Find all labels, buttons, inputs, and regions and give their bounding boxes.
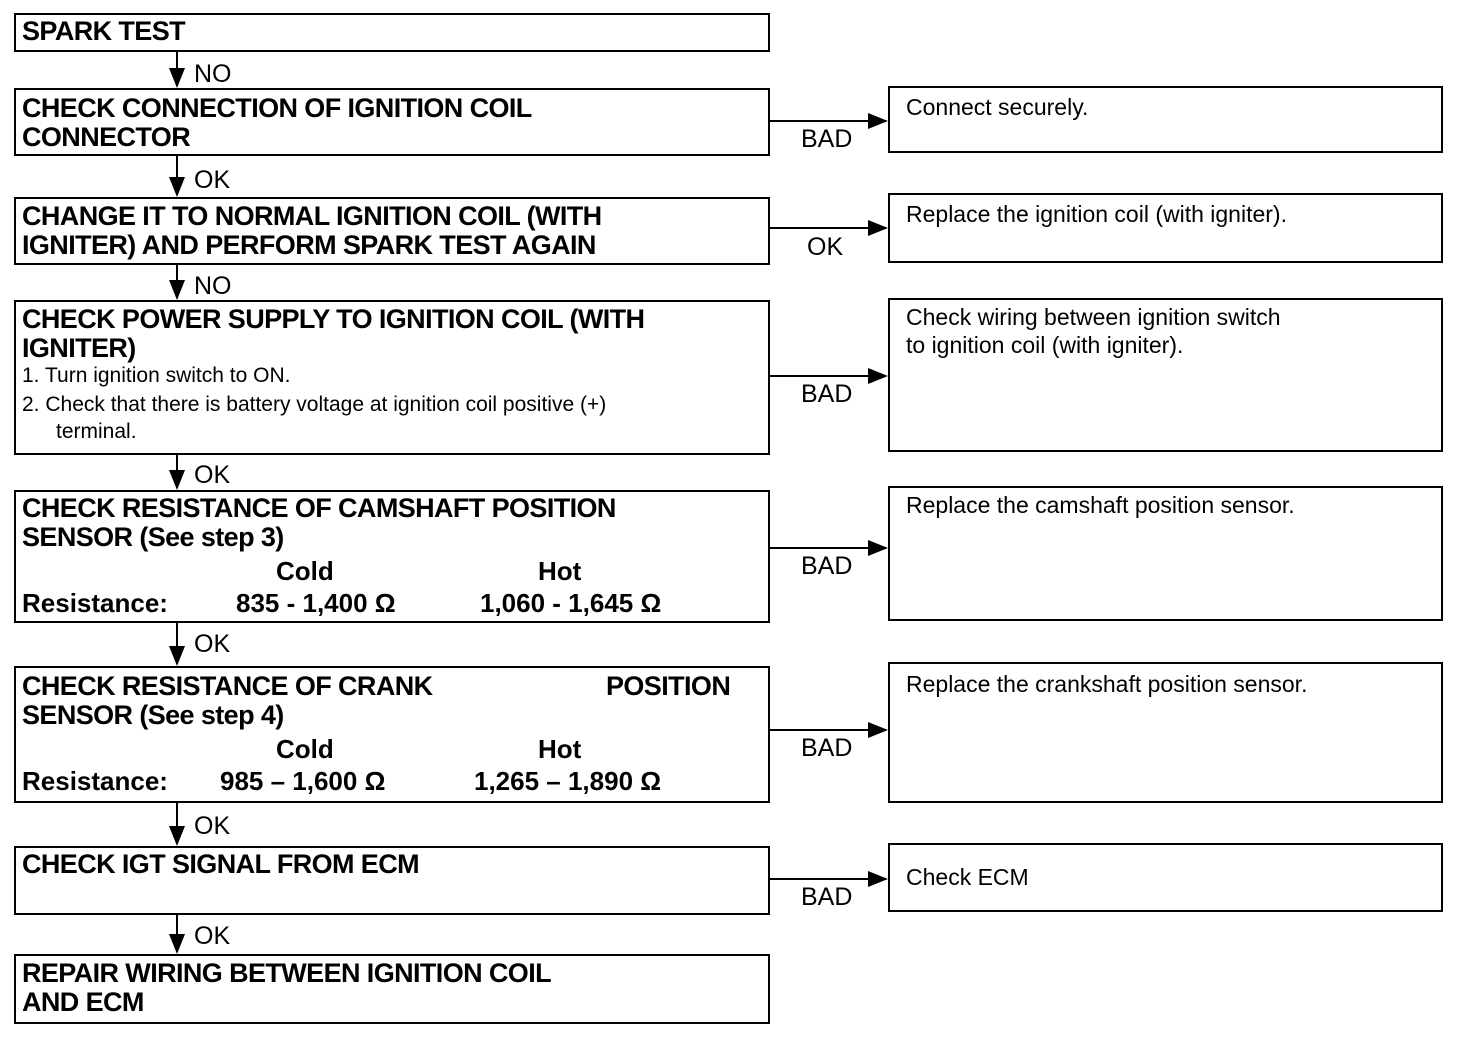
label-no-2: NO [194,272,232,300]
step-crank-line1b: POSITION [606,671,731,701]
label-bad-2: BAD [801,380,853,408]
step-repair-wiring-line2: AND ECM [22,987,144,1017]
step-igt-signal: CHECK IGT SIGNAL FROM ECM [14,846,770,915]
result-connect-securely: Connect securely. [888,86,1443,153]
crank-hot-header: Hot [538,734,582,764]
step-camshaft-resistance: CHECK RESISTANCE OF CAMSHAFT POSITION SE… [14,490,770,623]
step-spark-test-text: SPARK TEST [22,16,186,46]
result-connect-securely-text: Connect securely. [906,94,1089,120]
step-change-coil: CHANGE IT TO NORMAL IGNITION COIL (WITH … [14,197,770,265]
step-repair-wiring-line1: REPAIR WIRING BETWEEN IGNITION COIL [22,958,552,988]
crank-resistance-label: Resistance: [22,766,168,796]
result-replace-crankshaft: Replace the crankshaft position sensor. [888,662,1443,803]
step-repair-wiring: REPAIR WIRING BETWEEN IGNITION COIL AND … [14,954,770,1024]
label-bad-4: BAD [801,734,853,762]
step-check-connection-line2: CONNECTOR [22,122,191,152]
camshaft-hot-value: 1,060 - 1,645 Ω [480,588,662,618]
label-ok-2: OK [194,461,231,489]
result-replace-camshaft: Replace the camshaft position sensor. [888,486,1443,621]
step-igt-signal-text: CHECK IGT SIGNAL FROM ECM [22,849,420,879]
result-replace-camshaft-text: Replace the camshaft position sensor. [906,492,1295,518]
step-power-supply-sub1: 1. Turn ignition switch to ON. [22,364,291,387]
label-ok-side: OK [807,233,844,261]
step-crank-line2: SENSOR (See step 4) [22,700,284,730]
step-camshaft-line2: SENSOR (See step 3) [22,522,284,552]
step-power-supply-sub2b: terminal. [56,420,137,443]
crank-hot-value: 1,265 – 1,890 Ω [474,766,662,796]
step-spark-test: SPARK TEST [14,13,770,52]
step-crank-resistance: CHECK RESISTANCE OF CRANK POSITION SENSO… [14,666,770,803]
label-ok-4: OK [194,812,231,840]
result-check-ecm-text: Check ECM [906,864,1029,890]
result-replace-crankshaft-text: Replace the crankshaft position sensor. [906,671,1308,697]
label-no-1: NO [194,60,232,88]
result-replace-coil: Replace the ignition coil (with igniter)… [888,193,1443,263]
camshaft-cold-value: 835 - 1,400 Ω [236,588,396,618]
crank-cold-value: 985 – 1,600 Ω [220,766,386,796]
label-ok-1: OK [194,166,231,194]
step-camshaft-line1: CHECK RESISTANCE OF CAMSHAFT POSITION [22,493,616,523]
result-check-wiring-line2: to ignition coil (with igniter). [906,332,1184,358]
label-ok-3: OK [194,630,231,658]
step-power-supply-line1: CHECK POWER SUPPLY TO IGNITION COIL (WIT… [22,304,645,334]
camshaft-resistance-label: Resistance: [22,588,168,618]
crank-cold-header: Cold [276,734,334,764]
camshaft-hot-header: Hot [538,556,582,586]
step-change-coil-line1: CHANGE IT TO NORMAL IGNITION COIL (WITH [22,201,602,231]
label-bad-3: BAD [801,552,853,580]
step-power-supply-line2: IGNITER) [22,333,136,363]
result-replace-coil-text: Replace the ignition coil (with igniter)… [906,201,1287,227]
label-ok-5: OK [194,922,231,950]
step-power-supply-sub2: 2. Check that there is battery voltage a… [22,393,607,416]
result-check-wiring: Check wiring between ignition switch to … [888,298,1443,452]
label-bad-1: BAD [801,125,853,153]
camshaft-cold-header: Cold [276,556,334,586]
step-check-connection: CHECK CONNECTION OF IGNITION COIL CONNEC… [14,88,770,156]
result-check-ecm: Check ECM [888,843,1443,912]
step-change-coil-line2: IGNITER) AND PERFORM SPARK TEST AGAIN [22,230,596,260]
label-bad-5: BAD [801,883,853,911]
step-check-connection-line1: CHECK CONNECTION OF IGNITION COIL [22,93,532,123]
step-crank-line1a: CHECK RESISTANCE OF CRANK [22,671,433,701]
step-power-supply: CHECK POWER SUPPLY TO IGNITION COIL (WIT… [14,300,770,455]
result-check-wiring-line1: Check wiring between ignition switch [906,304,1281,330]
